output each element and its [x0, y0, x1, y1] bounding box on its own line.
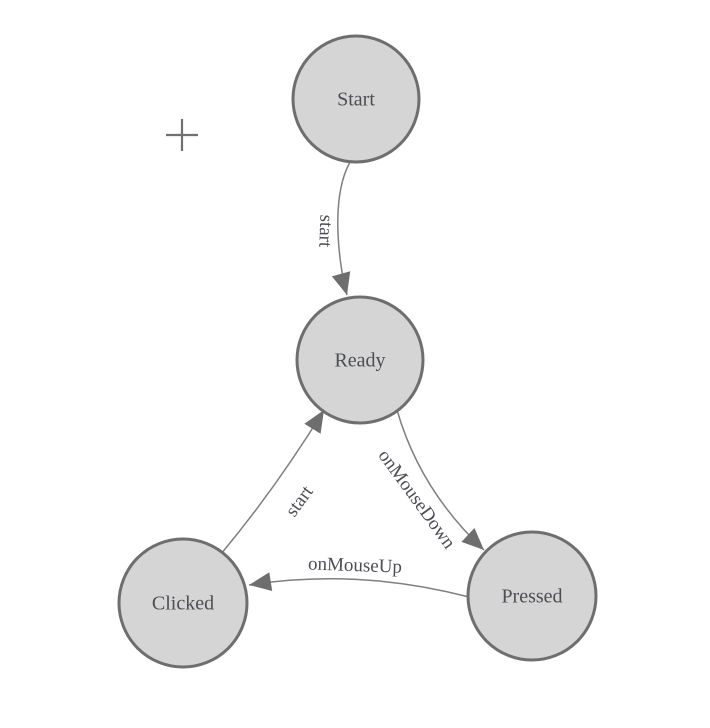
plus-crosshair-icon [166, 119, 198, 151]
edge-label-pressed-to-clicked: onMouseUp [308, 553, 403, 577]
state-node-clicked[interactable]: Clicked [117, 537, 249, 669]
edge-label-start-to-ready: start [314, 214, 336, 248]
state-circle-clicked[interactable] [117, 537, 249, 669]
state-label-ready: Ready [334, 350, 385, 372]
state-node-ready[interactable]: Ready [295, 295, 425, 425]
edge-ready-to-pressed[interactable] [396, 409, 485, 551]
state-circle-ready[interactable] [295, 295, 425, 425]
state-label-start: Start [337, 89, 375, 111]
state-label-pressed: Pressed [501, 586, 562, 608]
edge-clicked-to-ready[interactable] [220, 409, 325, 555]
edge-label-clicked-to-ready: start [281, 481, 318, 520]
edge-start-to-ready[interactable] [331, 161, 351, 296]
edge-pressed-to-clicked[interactable] [248, 572, 470, 598]
state-node-start[interactable]: Start [291, 34, 421, 164]
state-node-pressed[interactable]: Pressed [466, 530, 598, 662]
state-circle-pressed[interactable] [466, 530, 598, 662]
state-label-clicked: Clicked [152, 593, 214, 615]
state-circle-start[interactable] [291, 34, 421, 164]
